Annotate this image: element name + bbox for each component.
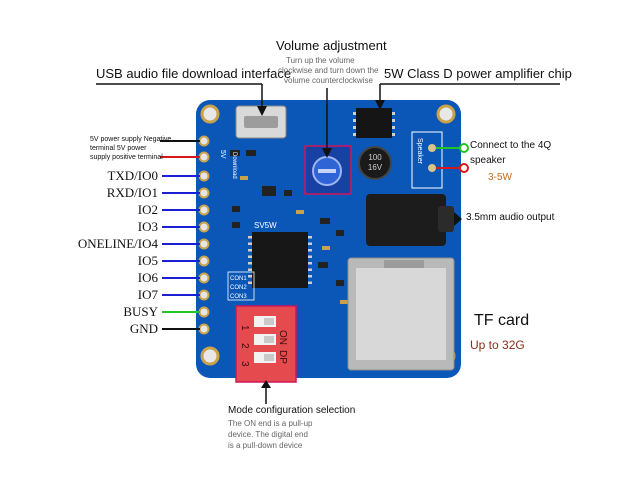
- speaker-label-1: Connect to the 4Q: [470, 140, 552, 151]
- audio-jack: [366, 194, 446, 246]
- usb-label: USB audio file download interface: [96, 66, 292, 81]
- cap-marking-1: 100: [368, 153, 382, 162]
- mode-desc-2: device. The digital end: [228, 430, 308, 439]
- header-pin: [198, 289, 210, 301]
- pin-label: IO5: [137, 253, 158, 268]
- con-silk-box: [227, 271, 255, 301]
- header-pin: [198, 221, 210, 233]
- volume-desc-1: Turn up the volume: [286, 56, 355, 65]
- tf-size-label: Up to 32G: [470, 338, 525, 352]
- header-pin: [198, 323, 210, 335]
- audio-out-label: 3.5mm audio output: [466, 212, 555, 223]
- header-pin: [198, 170, 210, 182]
- header-pin: [198, 204, 210, 216]
- dip-number-2: 2: [239, 343, 250, 349]
- silk-con3: CON3: [230, 294, 247, 300]
- header-pin: [198, 306, 210, 318]
- tf-card-label: TF card: [474, 312, 530, 329]
- volume-title: Volume adjustment: [276, 38, 387, 53]
- pin-label: BUSY: [123, 304, 158, 319]
- dip-number-1: 1: [239, 325, 250, 331]
- main-ic: [252, 232, 308, 288]
- pin-label: IO7: [137, 287, 158, 302]
- silk-speaker: Speaker: [416, 138, 423, 165]
- amp-label: 5W Class D power amplifier chip: [384, 66, 572, 81]
- cap-marking-2: 16V: [368, 163, 383, 172]
- pin-label: IO2: [137, 202, 158, 217]
- silk-con2: CON2: [230, 285, 247, 291]
- header-pin: [198, 238, 210, 250]
- mounting-hole-top-left: [200, 104, 220, 124]
- tf-card-slot-inner: [356, 268, 446, 360]
- header-pin: [198, 135, 210, 147]
- dip-number-3: 3: [239, 361, 250, 367]
- speaker-label-2: speaker: [470, 155, 506, 166]
- header-pin: [198, 255, 210, 267]
- usb-port-opening: [244, 116, 278, 128]
- dip-label-on: ON: [277, 330, 288, 345]
- volume-desc-3: volume counterclockwise: [284, 76, 373, 85]
- mode-desc-3: is a pull-down device: [228, 441, 303, 450]
- speaker-watt: 3-5W: [488, 172, 512, 183]
- silk-5v: 5V: [219, 150, 226, 159]
- mode-title: Mode configuration selection: [228, 405, 356, 416]
- audio-out-pointer: [454, 212, 462, 226]
- pin-label: IO3: [137, 219, 158, 234]
- pin-label: GND: [129, 321, 158, 336]
- dip-label-dp: DP: [277, 350, 288, 364]
- pin-lines: [160, 140, 200, 330]
- silk-download: Download: [231, 152, 237, 179]
- speaker-pad-1: [428, 144, 436, 152]
- mounting-hole-top-right: [436, 104, 456, 124]
- mounting-hole-bottom-left: [200, 346, 220, 366]
- header-pin: [198, 272, 210, 284]
- pin-label: ONELINE/IO4: [77, 236, 158, 251]
- amp-chip: [356, 108, 392, 138]
- speaker-terminal-silk: [411, 131, 443, 189]
- mode-desc-1: The ON end is a pull-up: [228, 419, 313, 428]
- pin-label: TXD/IO0: [107, 168, 158, 183]
- header-pin: [198, 187, 210, 199]
- speaker-pad-2: [428, 164, 436, 172]
- silk-sv5w: SV5W: [254, 221, 277, 230]
- audio-jack-opening: [438, 206, 454, 232]
- supply-label-1: 5V power supply Negative: [90, 136, 172, 143]
- pin-label: IO6: [137, 270, 158, 285]
- pin-label: RXD/IO1: [106, 185, 158, 200]
- header-pin: [198, 151, 210, 163]
- volume-desc-2: clockwise and turn down the: [278, 66, 379, 75]
- supply-label-3: supply positive terminal: [90, 154, 163, 161]
- supply-label-2: terminal 5V power: [90, 145, 147, 152]
- silk-con1: CON1: [230, 276, 247, 282]
- electrolytic-capacitor: [358, 146, 392, 180]
